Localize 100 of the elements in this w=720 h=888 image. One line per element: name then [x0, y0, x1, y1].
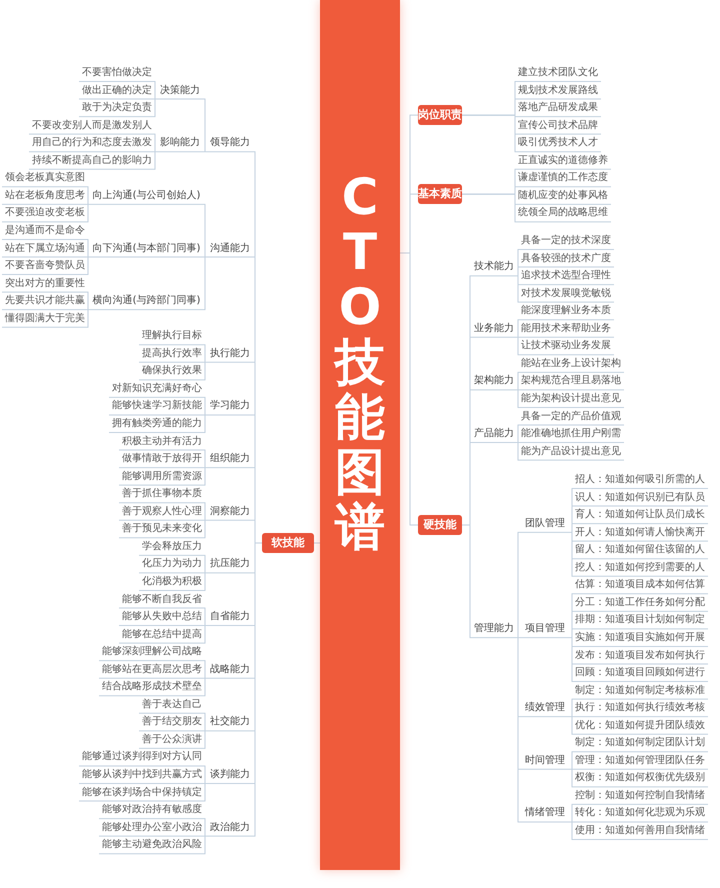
leaf-label: 能够不断自我反省	[119, 592, 205, 608]
connector-line	[572, 523, 708, 533]
leaf-label: 随机应变的处事风格	[515, 188, 611, 204]
leaf-label: 能够快速学习新技能	[109, 398, 205, 414]
connector-line	[108, 414, 206, 416]
leaf-label: 权衡：知道如何权衡优先级别	[572, 770, 708, 786]
leaf-label: 能够站在更高层次思考	[99, 662, 205, 678]
connector-line	[2, 309, 88, 310]
connector-line	[154, 98, 206, 152]
leaf-label: 宣传公司技术品牌	[515, 118, 601, 134]
connector-line	[78, 98, 156, 100]
leaf-label: 架构规范合理且易落地	[518, 373, 624, 390]
leaf-label: 积极主动并有活力	[119, 434, 205, 450]
leaf-label: 化压力为动力	[139, 556, 205, 572]
leaf-label: 善于结交朋友	[139, 714, 205, 730]
leaf-label: 制定：知道如何制定考核标准	[572, 682, 708, 699]
leaf-label: 化消极为积极	[139, 574, 205, 590]
leaf-label: 吸引优秀技术人才	[515, 135, 601, 152]
leaf-label: 确保执行效果	[139, 363, 205, 380]
branch-box: 硬技能	[418, 515, 462, 535]
connector-line	[88, 204, 206, 258]
branch-label: 组织能力	[205, 451, 255, 468]
leaf-label: 能准确地抓住用户刚需	[518, 426, 624, 442]
leaf-label: 能够对政治持有敏感度	[99, 802, 205, 818]
leaf-label: 学会释放压力	[139, 538, 205, 555]
connector-line	[88, 256, 206, 258]
connector-line	[518, 266, 614, 276]
title-text: CTO 技能图谱	[335, 170, 385, 555]
branch-label: 管理能力	[470, 621, 518, 638]
connector-line	[118, 520, 206, 521]
leaf-label: 不要害怕做决定	[79, 65, 155, 81]
leaf-label: 突出对方的重要性	[2, 276, 88, 292]
leaf-label: 能够主动避免政治风险	[99, 837, 205, 854]
leaf-label: 规划技术发展路线	[515, 82, 601, 99]
connector-line	[518, 275, 614, 303]
leaf-label: 优化：知道如何提升团队绩效	[572, 718, 708, 734]
leaf-label: 统领全局的战略思维	[515, 205, 611, 222]
connector-line	[518, 637, 572, 638]
leaf-label: 做出正确的决定	[79, 82, 155, 99]
leaf-label: 能够从谈判中找到共赢方式	[79, 767, 205, 783]
leaf-label: 执行：知道如何执行绩效考核	[572, 700, 708, 716]
leaf-label: 站在下属立场沟通	[2, 240, 88, 256]
branch-label: 产品能力	[470, 426, 518, 442]
connector-line	[98, 836, 206, 837]
leaf-label: 能够在总结中提高	[119, 626, 205, 643]
leaf-label: 能为架构设计提出意见	[518, 390, 624, 407]
branch-box: 基本素质	[418, 184, 462, 204]
branch-label: 项目管理	[518, 621, 572, 638]
branch-label: 战略能力	[205, 662, 255, 678]
connector-line	[518, 637, 572, 822]
branch-label: 自省能力	[205, 609, 255, 626]
connector-line	[462, 194, 612, 222]
leaf-label: 懂得圆满大于完美	[2, 310, 88, 327]
leaf-label: 分工：知道工作任务如何分配	[572, 594, 708, 611]
leaf-label: 善于预见未来变化	[119, 521, 205, 538]
leaf-label: 排期：知道项目计划如何制定	[572, 612, 708, 628]
leaf-label: 估算：知道项目成本如何估算	[572, 577, 708, 594]
leaf-label: 建立技术团队文化	[515, 65, 601, 81]
connector-line	[154, 151, 206, 152]
leaf-label: 使用：知道如何善用自我情绪	[572, 823, 708, 839]
connector-line	[28, 151, 156, 152]
leaf-label: 不要强迫改变老板	[2, 205, 88, 222]
leaf-label: 具备一定的技术深度	[518, 233, 614, 249]
branch-label: 执行能力	[205, 346, 255, 362]
branch-label: 团队管理	[518, 516, 572, 532]
branch-label: 政治能力	[205, 820, 255, 836]
connector-line	[572, 628, 708, 638]
branch-label: 情绪管理	[518, 805, 572, 822]
leaf-label: 能够处理办公室小政治	[99, 820, 205, 836]
leaf-label: 能站在业务上设计架构	[518, 356, 624, 372]
leaf-label: 转化：知道如何化悲观为乐观	[572, 805, 708, 822]
connector-line	[2, 256, 88, 258]
connector-line	[78, 783, 206, 784]
connector-line	[314, 542, 320, 544]
leaf-label: 留人：知道如何留住该留的人	[572, 542, 708, 558]
connector-line	[138, 572, 206, 574]
connector-line	[462, 524, 518, 638]
leaf-label: 挖人：知道如何挖到需要的人	[572, 560, 708, 576]
leaf-label: 能为产品设计提出意见	[518, 444, 624, 460]
leaf-label: 具备较强的技术广度	[518, 250, 614, 267]
leaf-label: 开人：知道如何请人愉快离开	[572, 524, 708, 541]
leaf-label: 育人：知道如何让队员们成长	[572, 507, 708, 524]
connector-line	[518, 442, 624, 444]
leaf-label: 能够深刻理解公司战略	[99, 644, 205, 660]
branch-label: 谈判能力	[205, 767, 255, 783]
leaf-label: 能深度理解业务本质	[518, 303, 614, 320]
connector-line	[118, 467, 206, 468]
connector-line	[572, 768, 708, 770]
leaf-label: 做事情敢于放得开	[119, 451, 205, 468]
leaf-label: 结合战略形成技术壁垒	[99, 679, 205, 696]
leaf-label: 站在老板角度思考	[2, 188, 88, 204]
branch-label: 向下沟通(与本部门同事)	[88, 240, 205, 256]
leaf-label: 对新知识充满好奇心	[109, 380, 205, 397]
leaf-label: 理解执行目标	[139, 328, 205, 344]
leaf-label: 能用技术来帮助业务	[518, 320, 614, 337]
leaf-label: 招人：知道如何吸引所需的人	[572, 472, 708, 488]
branch-label: 绩效管理	[518, 700, 572, 716]
branch-label: 沟通能力	[205, 240, 255, 256]
leaf-label: 发布：知道项目发布如何执行	[572, 648, 708, 664]
branch-label: 横向沟通(与跨部门同事)	[88, 293, 205, 310]
